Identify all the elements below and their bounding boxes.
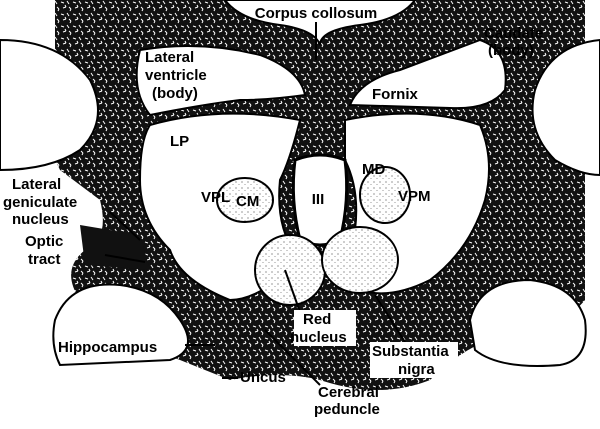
label-third-ventricle: III <box>312 191 325 208</box>
md-nucleus <box>359 166 411 224</box>
label-red-nucleus-1: Red <box>303 311 331 328</box>
label-lateral-ventricle-2: ventricle <box>145 67 207 84</box>
right-red-nucleus <box>321 226 399 294</box>
corpus-callosum-area <box>223 0 417 46</box>
label-fornix: Fornix <box>372 86 418 103</box>
label-cerebral-peduncle-2: peduncle <box>314 401 380 418</box>
label-uncus: Uncus <box>240 369 286 386</box>
label-lgn-3: nucleus <box>12 211 69 228</box>
pointer-lines <box>104 22 406 386</box>
cm-nucleus <box>216 177 274 223</box>
right-cortex <box>531 38 600 177</box>
label-lateral-ventricle-1: Lateral <box>145 49 194 66</box>
left-cortex <box>0 38 99 172</box>
left-red-nucleus <box>254 234 326 306</box>
label-corpus-collosum: Corpus collosum <box>255 5 378 22</box>
optic-tract <box>80 225 150 270</box>
label-lgn-1: Lateral <box>12 176 61 193</box>
label-red-nucleus-2: nucleus <box>290 329 347 346</box>
label-lgn-2: geniculate <box>3 194 77 211</box>
label-substantia-nigra-2: nigra <box>398 361 435 378</box>
label-lp: LP <box>170 133 189 150</box>
label-cm: CM <box>236 193 259 210</box>
label-vpl: VPL <box>201 189 230 206</box>
label-caudate-1: Caudate <box>484 25 543 42</box>
label-caudate-2: (body) <box>488 42 534 59</box>
label-optic-tract-1: Optic <box>25 233 63 250</box>
label-lateral-ventricle-3: (body) <box>152 85 198 102</box>
label-cerebral-peduncle-1: Cerebral <box>318 384 379 401</box>
label-vpm: VPM <box>398 188 431 205</box>
label-hippocampus: Hippocampus <box>58 339 157 356</box>
label-optic-tract-2: tract <box>28 251 61 268</box>
left-lateral-ventricle <box>135 45 307 117</box>
left-hippocampus <box>52 283 189 367</box>
label-substantia-nigra-1: Substantia <box>372 343 449 360</box>
right-hippocampus <box>468 278 587 367</box>
right-lateral-ventricle <box>348 38 507 110</box>
label-md: MD <box>362 161 385 178</box>
